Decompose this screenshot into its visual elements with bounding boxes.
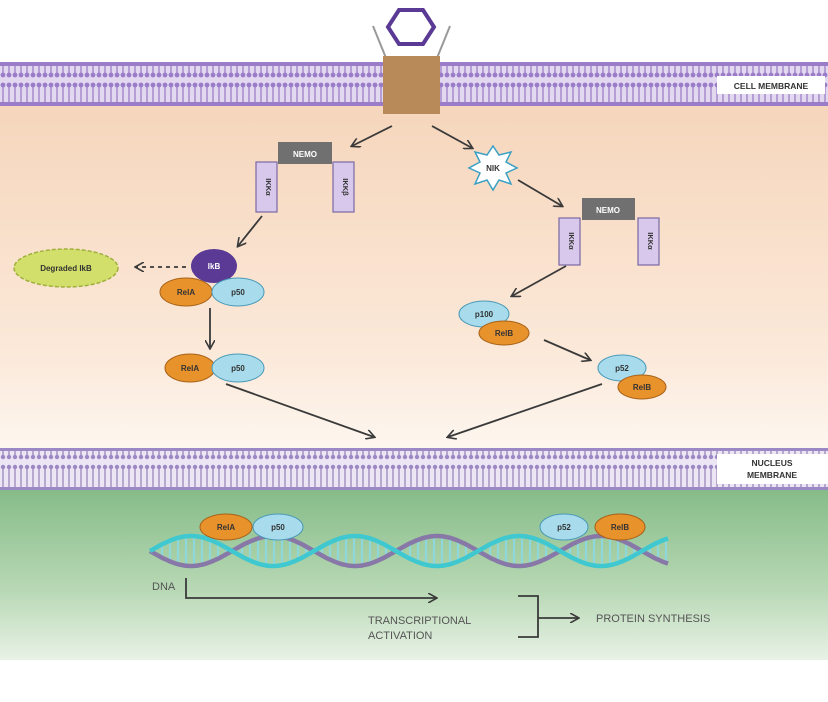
relb-label-nucleus: RelB [611, 523, 629, 532]
nemo-box [278, 142, 332, 164]
ikb-label: IkB [208, 262, 221, 271]
p100-label: p100 [475, 310, 494, 319]
bracket-transcription [518, 595, 539, 638]
rela-protein-nucleus [199, 513, 253, 541]
nucleus-membrane-text-2: MEMBRANE [747, 470, 797, 480]
p50-label-free: p50 [231, 364, 245, 373]
ikb-protein [191, 249, 237, 283]
nucleus [0, 490, 828, 660]
protein-synthesis-label: PROTEIN SYNTHESIS [596, 613, 710, 625]
degraded-ikb: Degraded IkB [13, 248, 119, 288]
nucleus-membrane-label: NUCLEUS MEMBRANE [717, 454, 828, 484]
dna-strand-teal [148, 533, 669, 569]
nuclear-rela-p50: RelA p50 [199, 513, 304, 541]
transcription-label-2: ACTIVATION [368, 630, 432, 642]
relb-label: RelB [495, 329, 513, 338]
p50-protein-free [211, 353, 265, 383]
arrow-canonical-to-nucleus [225, 383, 374, 437]
arrow-dna-to-transcription [185, 578, 436, 598]
relb-label-2: RelB [633, 383, 651, 392]
noncanonical-ikk-complex: NEMO IKKα IKKα [558, 198, 660, 266]
rela-label: RelA [177, 288, 195, 297]
ligand-hexagon [385, 8, 437, 46]
arrow-receptor-to-nemo [352, 125, 393, 146]
nucleus-membrane [0, 448, 828, 490]
ikk-alpha-label-2: IKKα [567, 232, 576, 250]
arrow-ikk-to-p100 [512, 265, 567, 296]
rela-label-free: RelA [181, 364, 199, 373]
ikk-alpha-box [255, 161, 278, 213]
nemo-label-2: NEMO [596, 206, 620, 215]
relb-protein-nucleus [594, 513, 646, 541]
ikb-rela-p50-complex: IkB RelA p50 [159, 249, 265, 307]
degraded-ikb-label: Degraded IkB [40, 264, 92, 273]
nemo-box-2 [582, 198, 635, 220]
ikk-beta-box [332, 161, 355, 213]
transcription-label-1: TRANSCRIPTIONAL [368, 615, 471, 627]
nucleus-membrane-text-1: NUCLEUS [751, 458, 792, 468]
cell-membrane-label: CELL MEMBRANE [717, 76, 825, 94]
p52-label: p52 [615, 364, 629, 373]
receptor [372, 25, 451, 114]
nemo-label: NEMO [293, 150, 317, 159]
p52-protein-nucleus [539, 513, 589, 541]
pathway-arrows [136, 125, 603, 638]
p50-protein-nucleus [252, 513, 304, 541]
relb-protein-2 [617, 374, 667, 400]
p100-relb-complex: p100 RelB [458, 300, 530, 346]
arrow-ikk-to-ikb [238, 215, 263, 246]
nik-label: NIK [486, 164, 500, 173]
nik-star: NIK [467, 144, 519, 192]
p52-label-nucleus: p52 [557, 523, 571, 532]
p50-label: p50 [231, 288, 245, 297]
rela-label-nucleus: RelA [217, 523, 235, 532]
dna-strand-purple [148, 533, 669, 569]
ikk-alpha-box-2 [558, 217, 581, 266]
canonical-ikk-complex: NEMO IKKα IKKβ [255, 142, 355, 213]
arrow-noncanonical-to-nucleus [448, 383, 603, 437]
bottom-space [0, 660, 828, 702]
nuclear-p52-relb: p52 RelB [539, 513, 646, 541]
dna-label: DNA [152, 581, 176, 593]
cell-membrane-text: CELL MEMBRANE [734, 81, 809, 91]
rela-p50-dimer: RelA p50 [164, 353, 265, 383]
ikk-alpha-label-3: IKKα [646, 232, 655, 250]
arrow-p100-to-p52 [543, 339, 590, 360]
cytoplasm [0, 106, 828, 448]
p50-label-nucleus: p50 [271, 523, 285, 532]
ikk-alpha-box-3 [637, 217, 660, 266]
p50-protein [211, 277, 265, 307]
arrow-receptor-to-nik [431, 125, 472, 148]
ikk-beta-label: IKKβ [341, 178, 350, 196]
dna-helix [148, 533, 669, 569]
p52-relb-dimer: p52 RelB [597, 354, 667, 400]
arrow-nik-to-nemo [517, 179, 562, 206]
ikk-alpha-label: IKKα [264, 178, 273, 196]
relb-protein [478, 320, 530, 346]
